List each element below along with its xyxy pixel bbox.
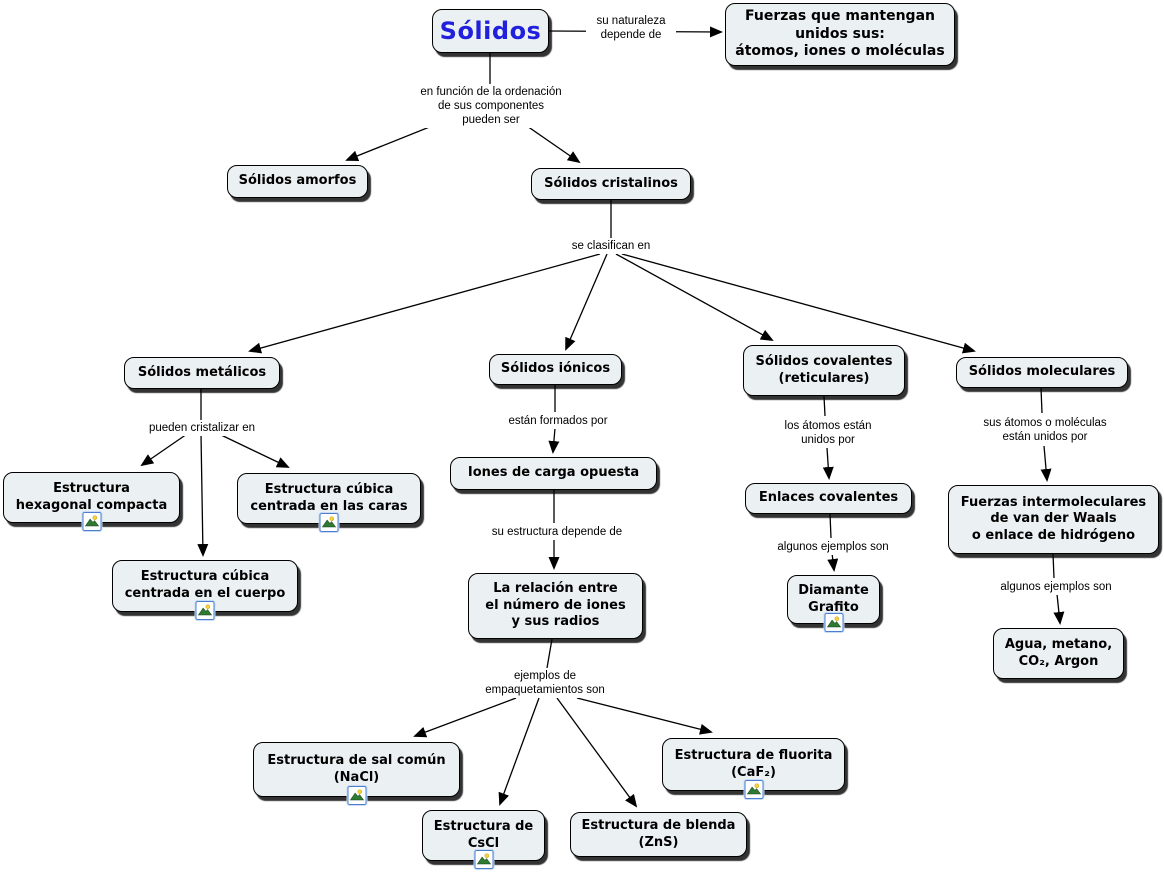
node-solidos-moleculares[interactable]: Sólidos moleculares bbox=[956, 357, 1128, 388]
node-label: Estructura cúbica centrada en las caras bbox=[250, 481, 408, 514]
image-icon[interactable] bbox=[473, 849, 494, 870]
link-label-ejemplos-covalentes[interactable]: algunos ejemplos son bbox=[769, 539, 897, 556]
node-label: Diamante Grafito bbox=[798, 582, 869, 615]
link-label-estructura-depende[interactable]: su estructura depende de bbox=[482, 524, 632, 541]
node-estructura-sal-comun[interactable]: Estructura de sal común (NaCl) bbox=[253, 742, 460, 806]
node-solidos-metalicos[interactable]: Sólidos metálicos bbox=[124, 357, 280, 389]
node-estructura-cubica-cuerpo[interactable]: Estructura cúbica centrada en el cuerpo bbox=[112, 560, 298, 621]
node-enlaces-covalentes[interactable]: Enlaces covalentes bbox=[745, 483, 912, 514]
node-estructura-cubica-caras[interactable]: Estructura cúbica centrada en las caras bbox=[237, 473, 421, 533]
node-estructura-blenda[interactable]: Estructura de blenda (ZnS) bbox=[570, 812, 747, 857]
node-estructura-fluorita[interactable]: Estructura de fluorita (CaF₂) bbox=[662, 738, 845, 800]
image-icon[interactable] bbox=[823, 612, 844, 633]
link-label-clasifican[interactable]: se clasifican en bbox=[564, 238, 658, 255]
node-iones-carga-opuesta[interactable]: Iones de carga opuesta bbox=[450, 457, 657, 490]
node-label: Estructura cúbica centrada en el cuerpo bbox=[124, 569, 286, 601]
node-diamante-grafito[interactable]: Diamante Grafito bbox=[787, 575, 880, 633]
link-label-atomos-unidos[interactable]: los átomos están unidos por bbox=[777, 418, 879, 449]
link-label-empaquetamientos[interactable]: ejemplos de empaquetamientos son bbox=[479, 668, 611, 699]
link-label-naturaleza[interactable]: su naturaleza depende de bbox=[586, 13, 676, 44]
node-fuerzas-union[interactable]: Fuerzas que mantengan unidos sus: átomos… bbox=[725, 3, 955, 66]
link-label-sus-atomos[interactable]: sus átomos o moléculas están unidos por bbox=[974, 415, 1116, 446]
node-fuerzas-van-der-waals[interactable]: Fuerzas intermoleculares de van der Waal… bbox=[948, 485, 1159, 554]
node-estructura-hexagonal[interactable]: Estructura hexagonal compacta bbox=[3, 472, 180, 532]
node-solidos-covalentes[interactable]: Sólidos covalentes (reticulares) bbox=[743, 345, 905, 396]
image-icon[interactable] bbox=[743, 779, 764, 800]
node-label: Estructura hexagonal compacta bbox=[15, 480, 168, 513]
node-solidos-amorfos[interactable]: Sólidos amorfos bbox=[227, 165, 368, 198]
node-solidos-ionicos[interactable]: Sólidos iónicos bbox=[489, 354, 622, 385]
node-agua-metano[interactable]: Agua, metano, CO₂, Argon bbox=[993, 628, 1124, 679]
link-label-ejemplos-moleculares[interactable]: algunos ejemplos son bbox=[992, 579, 1120, 596]
node-label: Estructura de fluorita (CaF₂) bbox=[674, 747, 833, 780]
image-icon[interactable] bbox=[318, 512, 340, 533]
node-label: Estructura de sal común (NaCl) bbox=[267, 752, 446, 785]
node-estructura-cscl[interactable]: Estructura de CsCl bbox=[422, 810, 545, 870]
image-icon[interactable] bbox=[346, 785, 367, 806]
image-icon[interactable] bbox=[81, 511, 102, 532]
link-label-formados[interactable]: están formados por bbox=[501, 413, 615, 430]
node-relacion-iones-radios[interactable]: La relación entre el número de iones y s… bbox=[468, 573, 643, 639]
node-solidos[interactable]: Sólidos bbox=[432, 9, 549, 53]
node-label: Estructura de CsCl bbox=[433, 818, 534, 851]
node-solidos-cristalinos[interactable]: Sólidos cristalinos bbox=[531, 168, 691, 200]
image-icon[interactable] bbox=[194, 600, 216, 621]
link-label-cristalizar[interactable]: pueden cristalizar en bbox=[140, 420, 264, 437]
link-label-funcion[interactable]: en función de la ordenación de sus compo… bbox=[410, 84, 572, 129]
